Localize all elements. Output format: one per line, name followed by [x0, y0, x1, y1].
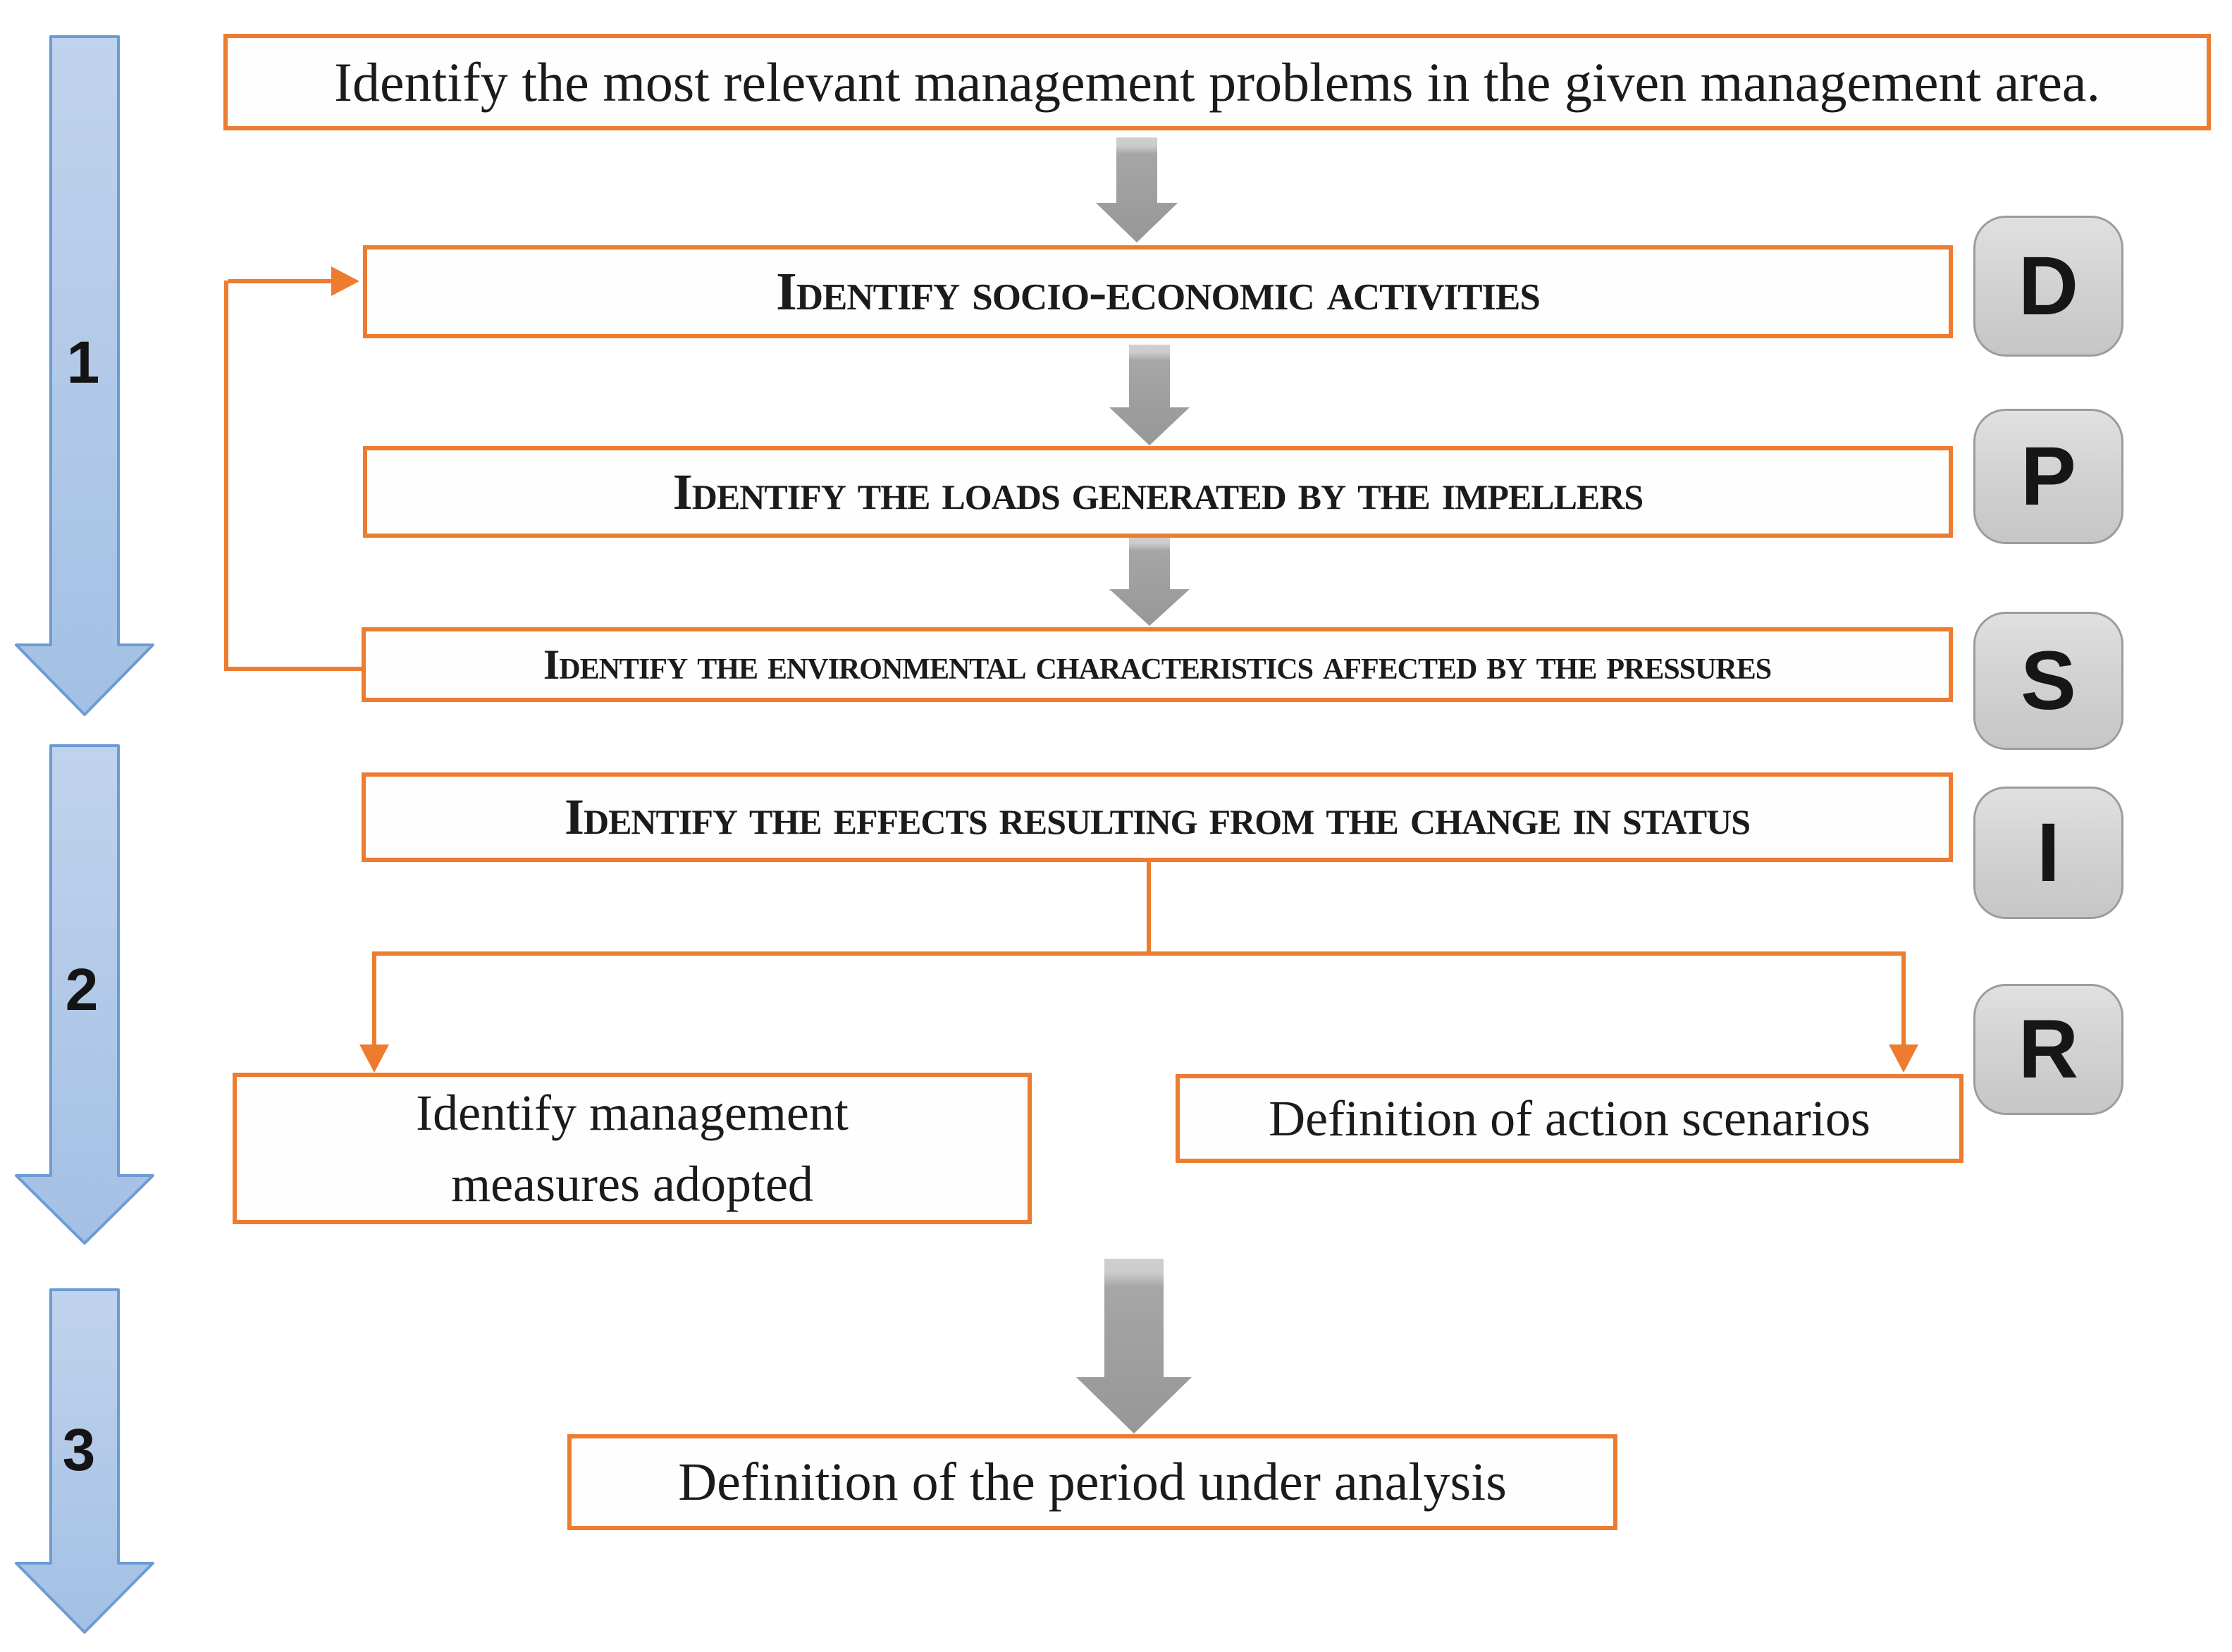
action-scenarios-box: Definition of action scenarios — [1176, 1074, 1963, 1163]
split-line-left-drop — [372, 951, 376, 1049]
dpsir-tag-driver: D — [1973, 216, 2123, 357]
pressure-text: Identify the loads generated by the impe… — [672, 463, 1644, 520]
action-scenarios-text: Definition of action scenarios — [1269, 1090, 1870, 1147]
feedback-line-top — [228, 279, 333, 283]
split-arrowhead-down-icon — [359, 1044, 389, 1073]
analysis-period-text: Definition of the period under analysis — [678, 1452, 1507, 1512]
management-measures-box: Identify management measures adopted — [233, 1073, 1032, 1224]
management-problems-box: Identify the most relevant management pr… — [223, 34, 2211, 130]
state-text: Identify the environmental characteristi… — [543, 641, 1772, 688]
driver-box: Identify socio-economic activities — [363, 245, 1953, 338]
stage-3-arrow-icon — [15, 1288, 154, 1634]
pressure-box: Identify the loads generated by the impe… — [363, 446, 1953, 538]
driver-text: Identify socio-economic activities — [776, 261, 1541, 321]
dpsir-tag-impact: I — [1973, 787, 2123, 919]
stage-1-number: 1 — [66, 329, 100, 395]
impact-box: Identify the effects resulting from the … — [362, 772, 1953, 862]
feedback-line-bottom — [224, 667, 366, 671]
stage-1-arrow-icon — [15, 35, 154, 716]
state-box: Identify the environmental characteristi… — [362, 627, 1953, 702]
analysis-period-box: Definition of the period under analysis — [567, 1434, 1617, 1530]
management-measures-text: Identify management measures adopted — [416, 1084, 849, 1212]
impact-text: Identify the effects resulting from the … — [564, 789, 1751, 845]
stage-2-arrow-icon — [15, 744, 154, 1245]
stage-3-number: 3 — [62, 1417, 96, 1483]
feedback-line-vertical — [224, 281, 228, 671]
flow-arrow-down-icon — [1096, 137, 1178, 242]
stage-2-number: 2 — [65, 956, 99, 1023]
flow-arrow-down-icon — [1109, 345, 1190, 445]
dpsir-tag-pressure: P — [1973, 409, 2123, 544]
flow-arrow-down-icon — [1109, 536, 1190, 626]
split-line-right-drop — [1901, 951, 1906, 1049]
dpsir-tag-response: R — [1973, 984, 2123, 1115]
feedback-arrowhead-right-icon — [331, 266, 359, 296]
split-arrowhead-down-icon — [1889, 1044, 1918, 1073]
dpsir-tag-state: S — [1973, 612, 2123, 750]
split-line-horizontal — [372, 951, 1906, 956]
split-line-stub — [1147, 862, 1151, 956]
flow-arrow-down-icon — [1076, 1259, 1192, 1434]
management-problems-text: Identify the most relevant management pr… — [334, 51, 2100, 113]
